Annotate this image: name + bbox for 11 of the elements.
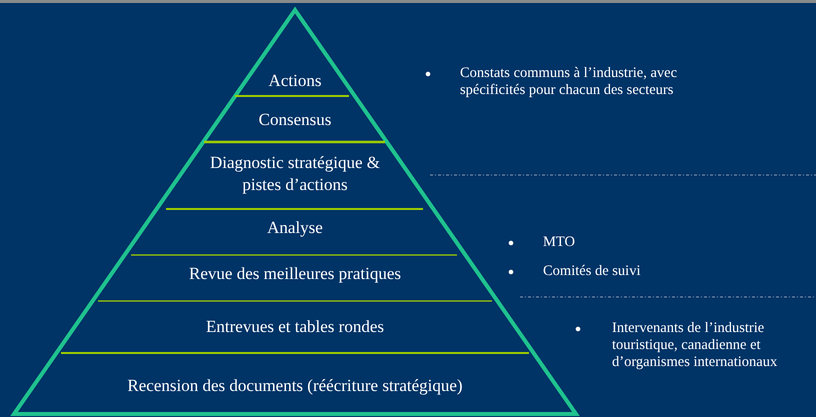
pyramid-level-label: Actions: [235, 70, 355, 92]
pyramid-level-label: Diagnostic stratégique & pistes d’actions: [198, 152, 392, 196]
bullet-text: MTO: [543, 234, 576, 251]
bullet-text: Constats communs à l’industrie, avec spécificités pour chacun des secteurs: [460, 65, 678, 99]
bullet-text: Comités de suivi: [543, 263, 642, 280]
bullet-text: Intervenants de l’industrie touristique, canadienne et d’organismes internationaux: [612, 320, 778, 371]
pyramid-level-label: Revue des meilleures pratiques: [145, 263, 445, 285]
pyramid-level-label: Entrevues et tables rondes: [105, 316, 485, 338]
pyramid-level-label: Recension des documents (réécriture stratégique): [65, 375, 525, 397]
pyramid-level-label: Consensus: [215, 109, 375, 131]
pyramid-level-label: Analyse: [175, 217, 415, 239]
